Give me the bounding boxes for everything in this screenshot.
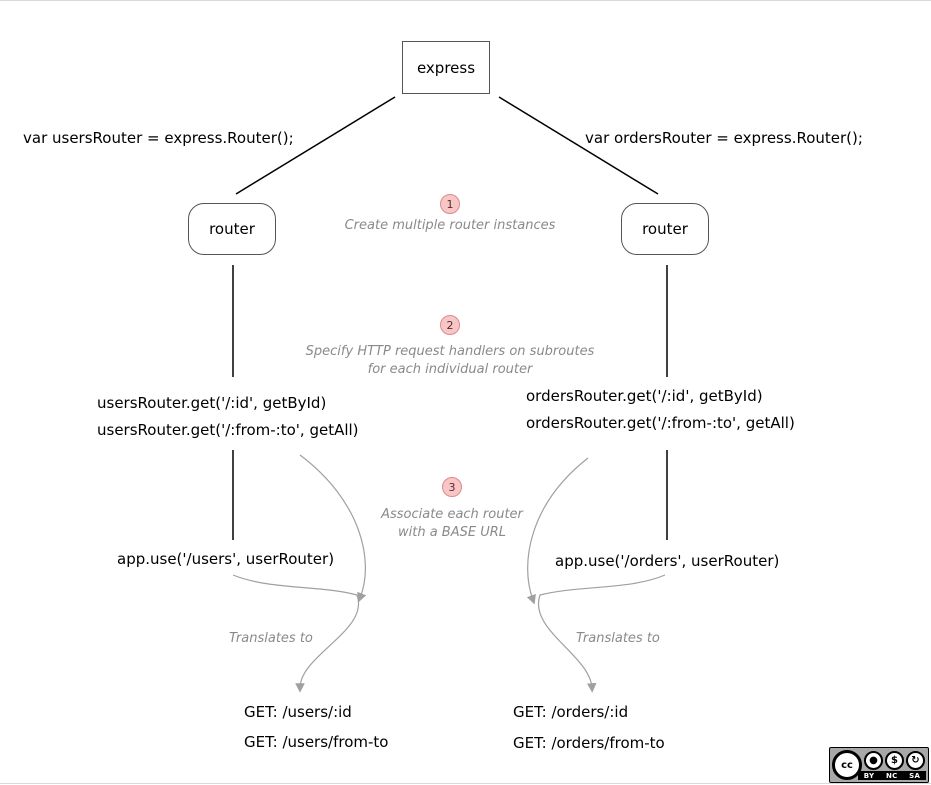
right-get-all: ordersRouter.get('/:from-:to', getAll) [526,414,795,432]
curve-left-appuse [232,574,360,693]
express-label: express [416,58,476,77]
right-app-use: app.use('/orders', userRouter) [555,552,780,570]
step-2-badge: 2 [440,315,460,335]
left-get-by-id: usersRouter.get('/:id', getById) [97,394,327,412]
step-1-note: Create multiple router instances [330,217,570,235]
license-sa: SA [909,771,921,780]
license-by: BY [863,771,875,780]
curve-right-appuse [537,574,666,693]
curve-left-handlers [299,454,367,603]
attribution-icon: ● [864,751,883,770]
left-get-all: usersRouter.get('/:from-:to', getAll) [97,421,359,439]
step-3-line-1: Associate each router [381,507,523,522]
license-strip: BY NC SA [858,771,926,780]
left-router-node: router [188,203,276,255]
right-translates-label: Translates to [576,631,660,646]
left-app-use: app.use('/users', userRouter) [117,550,335,568]
curve-right-handlers [526,457,589,605]
step-1-badge: 1 [440,194,460,214]
top-border [0,0,931,1]
left-translates-label: Translates to [229,631,313,646]
step-2-line-2: for each individual router [367,362,533,377]
cc-icon: cc [832,750,862,780]
step-3-line-2: with a BASE URL [397,525,506,540]
bottom-border [0,783,931,784]
right-get-by-id: ordersRouter.get('/:id', getById) [526,387,763,405]
step-2-note: Specify HTTP request handlers on subrout… [290,343,610,379]
noncommercial-icon: $ [885,751,904,770]
edge-express-right-router [498,96,659,195]
step-2-line-1: Specify HTTP request handlers on subrout… [305,344,595,359]
right-router-declaration: var ordersRouter = express.Router(); [585,129,863,147]
left-router-label: router [209,220,255,238]
right-router-label: router [642,220,688,238]
sharealike-icon: ↻ [906,751,925,770]
step-3-note: Associate each router with a BASE URL [352,506,552,542]
right-route-1: GET: /orders/:id [513,703,629,721]
left-route-2: GET: /users/from-to [244,733,389,751]
right-route-2: GET: /orders/from-to [513,734,665,752]
left-route-1: GET: /users/:id [244,703,352,721]
left-router-declaration: var usersRouter = express.Router(); [23,129,294,147]
edge-express-left-router [235,96,396,195]
step-1-line-1: Create multiple router instances [344,218,556,233]
express-node: express [402,41,490,94]
cc-license-badge: cc ● $ ↻ BY NC SA [829,747,929,783]
step-3-badge: 3 [442,477,462,497]
license-nc: NC [885,771,898,780]
right-router-node: router [621,203,709,255]
